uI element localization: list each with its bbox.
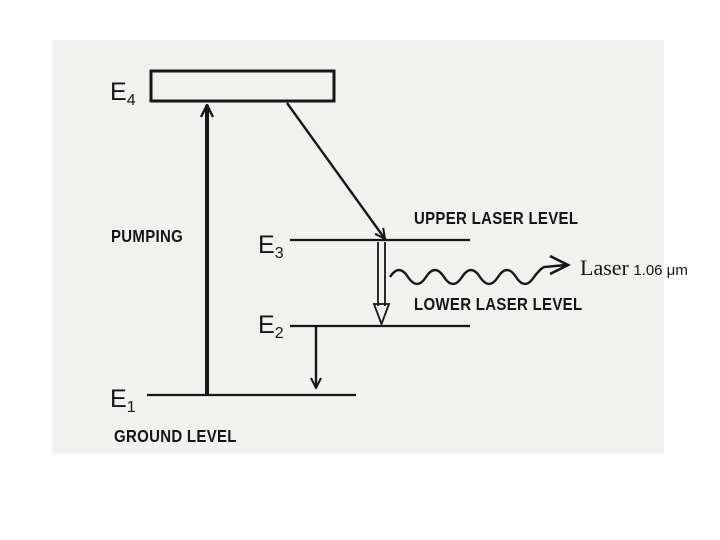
e2-label: E2 (258, 311, 284, 343)
photon-arrowhead (549, 254, 571, 276)
e2-subscript: 2 (274, 325, 284, 342)
e1-subscript: 1 (126, 399, 136, 416)
e3-label: E3 (258, 231, 284, 263)
e3-symbol: E (258, 231, 275, 259)
laser-wavelength: 1.06 μm (633, 262, 688, 279)
e2-symbol: E (258, 311, 275, 339)
e4-subscript: 4 (126, 92, 136, 109)
e1-symbol: E (110, 385, 127, 413)
pumping-label: PUMPING (111, 227, 184, 247)
ground-level-label: GROUND LEVEL (114, 427, 237, 447)
e4-band (149, 69, 336, 103)
e4-label: E4 (110, 78, 136, 110)
e3-subscript: 3 (274, 245, 284, 262)
e4-symbol: E (110, 78, 127, 106)
laser-transition-arrow (372, 242, 391, 327)
photon-wave (388, 263, 567, 286)
lower-laser-level-label: LOWER LASER LEVEL (414, 295, 583, 315)
decay-arrow-e4-to-e3 (286, 102, 385, 239)
upper-laser-level-label: UPPER LASER LEVEL (414, 209, 579, 229)
laser-word: Laser (580, 255, 629, 280)
laser-output-label: Laser 1.06 μm (580, 255, 688, 281)
e1-label: E1 (110, 385, 136, 417)
scanned-figure-background (52, 40, 664, 454)
